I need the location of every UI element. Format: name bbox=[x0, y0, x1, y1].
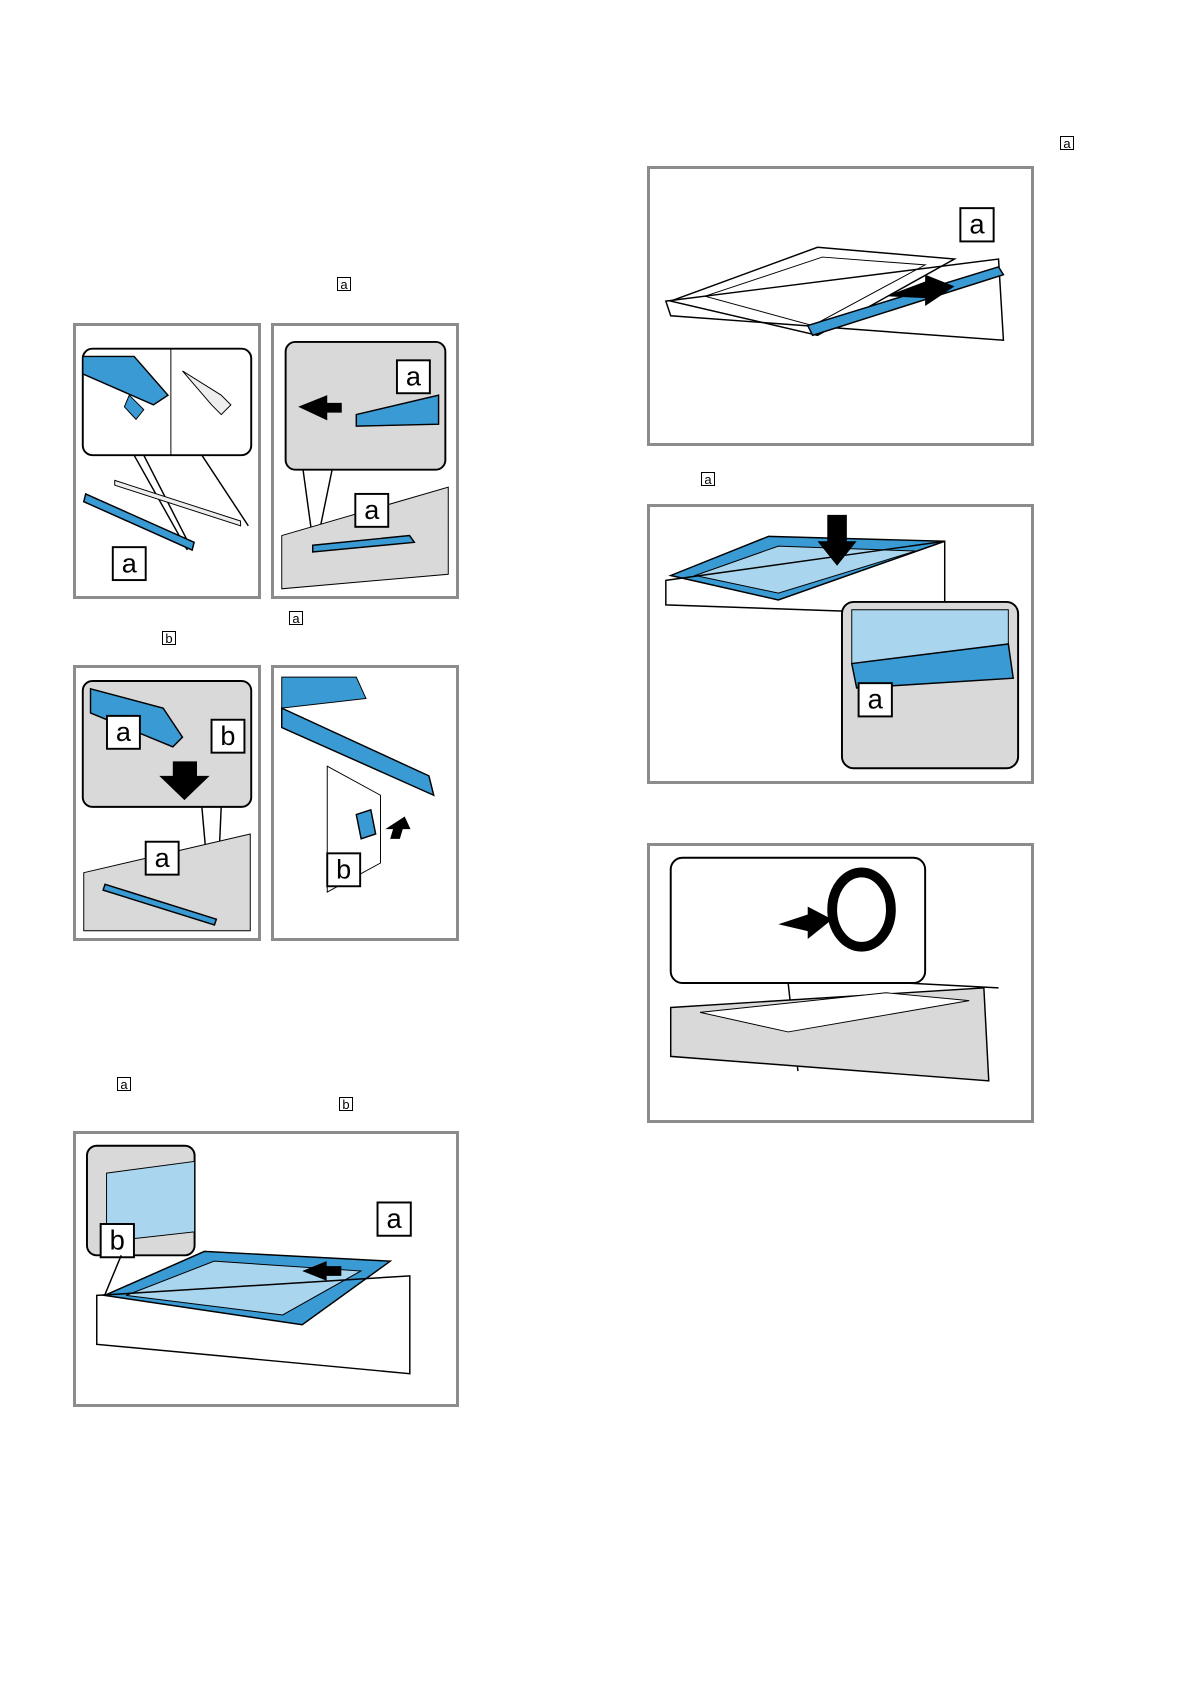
callout-b: b bbox=[110, 1224, 125, 1255]
figure-glass-insert: b a bbox=[73, 1131, 459, 1407]
callout-a: a bbox=[969, 209, 985, 240]
callout-a: a bbox=[364, 494, 380, 525]
marker-b: b bbox=[162, 631, 176, 645]
callout-a: a bbox=[387, 1203, 403, 1234]
callout-a: a bbox=[155, 842, 171, 873]
marker-a: a bbox=[701, 472, 715, 486]
marker-a: a bbox=[117, 1077, 131, 1091]
figure-latch-detail: a b a bbox=[73, 665, 261, 941]
figure-rail-insert: a a bbox=[271, 323, 459, 599]
callout-a: a bbox=[868, 684, 884, 715]
callout-b: b bbox=[336, 854, 351, 885]
callout-a: a bbox=[122, 547, 138, 578]
callout-a: a bbox=[406, 360, 422, 391]
marker-a: a bbox=[337, 277, 351, 291]
figure-cover-slide: a bbox=[647, 166, 1034, 446]
callout-b: b bbox=[220, 720, 235, 751]
callout-a: a bbox=[116, 716, 132, 747]
figure-frame-press: a bbox=[647, 504, 1034, 784]
marker-a: a bbox=[1060, 136, 1074, 150]
marker-b: b bbox=[339, 1097, 353, 1111]
figure-rail-detail: a bbox=[73, 323, 261, 599]
figure-screw-fasten bbox=[647, 843, 1034, 1123]
marker-a: a bbox=[289, 611, 303, 625]
figure-latch-engage: b bbox=[271, 665, 459, 941]
